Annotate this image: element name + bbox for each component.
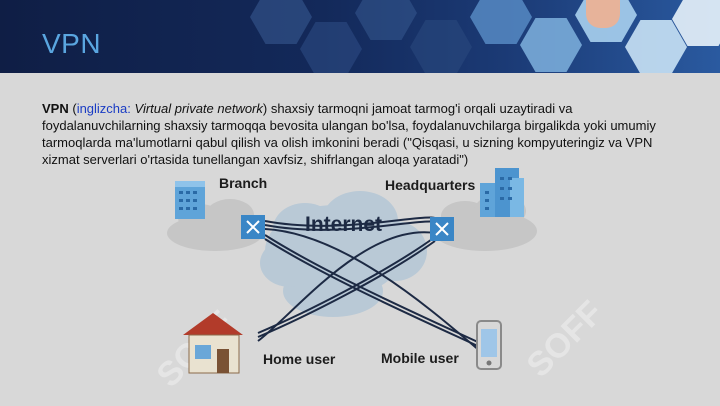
decorative-hex xyxy=(355,0,417,40)
branch-building-icon xyxy=(175,181,205,219)
branch-router-icon xyxy=(241,215,265,239)
paragraph-body: ) shaxsiy tarmoqni jamoat tarmog'i orqal… xyxy=(42,101,656,167)
headquarters-building-icon xyxy=(480,168,524,217)
header-banner: VPN xyxy=(0,0,720,73)
page-title: VPN xyxy=(42,28,102,59)
decorative-hex xyxy=(300,22,362,73)
paren-open: ( xyxy=(68,101,77,116)
headquarters-router-icon xyxy=(430,217,454,241)
label-mobile-user: Mobile user xyxy=(381,350,459,366)
home-icon xyxy=(183,313,243,374)
label-headquarters: Headquarters xyxy=(385,177,475,193)
label-branch: Branch xyxy=(219,175,267,191)
label-home-user: Home user xyxy=(263,351,336,367)
label-internet: Internet xyxy=(305,213,382,236)
decorative-hex xyxy=(470,0,532,44)
description-paragraph: VPN (inglizcha: Virtual private network)… xyxy=(42,100,682,168)
english-name: Virtual private network xyxy=(134,101,263,116)
hand-graphic xyxy=(586,0,620,28)
vpn-diagram: Branch Headquarters Internet Home user M… xyxy=(167,168,537,374)
decorative-hex xyxy=(520,18,582,72)
internet-cloud xyxy=(260,191,427,317)
term-vpn: VPN xyxy=(42,101,69,116)
decorative-hex xyxy=(410,20,472,73)
decorative-hex xyxy=(250,0,312,44)
language-label: inglizcha: xyxy=(76,101,131,116)
mobile-phone-icon xyxy=(476,320,502,370)
